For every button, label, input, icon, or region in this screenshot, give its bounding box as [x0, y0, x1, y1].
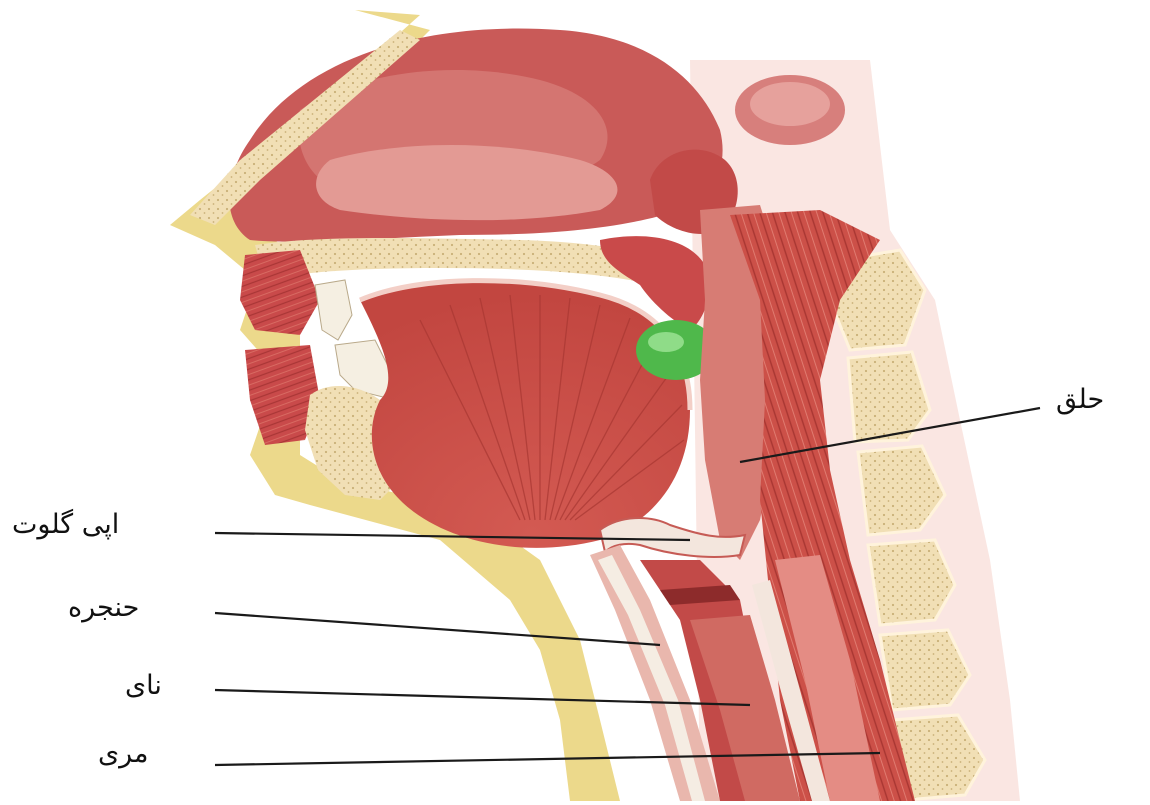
sphenoid-sinus-inner: [750, 82, 830, 126]
larynx-leader-line: [215, 613, 660, 645]
label-larynx: حنجره: [68, 592, 139, 623]
label-pharynx: حلق: [1056, 384, 1104, 415]
tonsil-highlight: [648, 332, 684, 352]
label-esophagus: مری: [98, 738, 149, 769]
label-epiglottis: اپی گلوت: [12, 509, 119, 540]
upper-tooth: [315, 280, 352, 340]
label-trachea: نای: [125, 670, 162, 701]
hard-palate: [255, 238, 660, 285]
